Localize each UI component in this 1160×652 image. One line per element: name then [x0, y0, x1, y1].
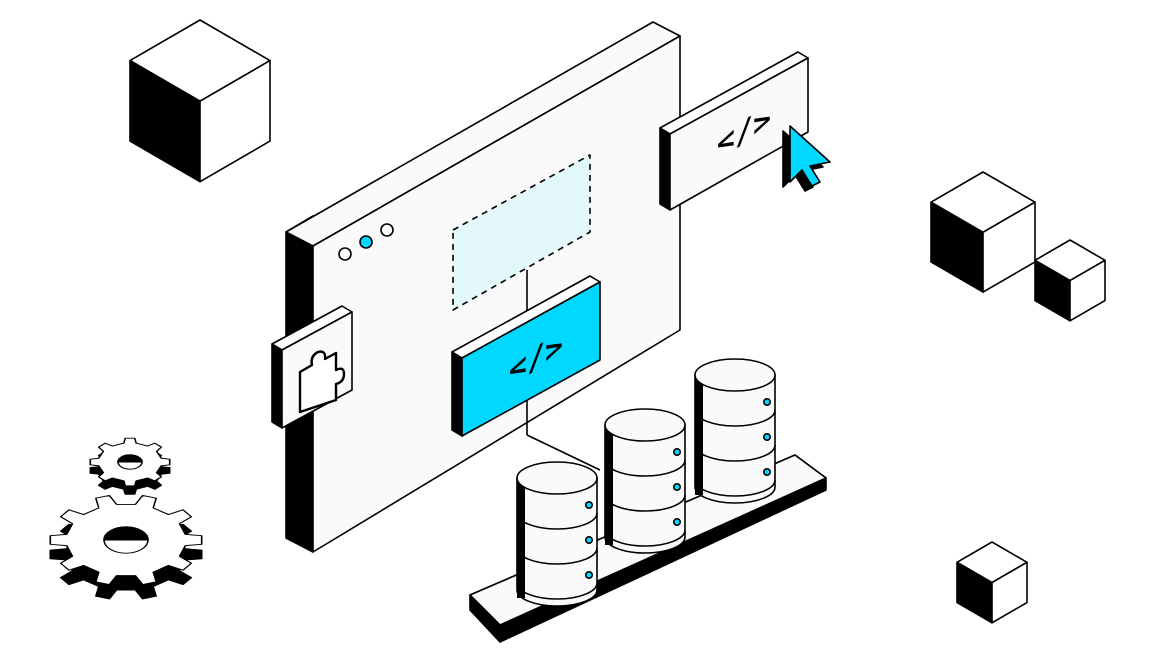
cube-icon: [1034, 239, 1106, 322]
gears-group: [49, 437, 203, 600]
gear-icon: [89, 437, 171, 495]
placeholder-dropzone: [452, 154, 591, 311]
puzzle-icon: [298, 350, 346, 414]
database-icon: [604, 408, 686, 554]
cubes-group: [129, 19, 1106, 624]
status-light-icon: [672, 517, 681, 526]
status-light-icon: [762, 397, 771, 406]
database-group: [516, 358, 776, 607]
status-light-icon: [584, 535, 593, 544]
window-dot-icon: [380, 223, 394, 237]
window-dot-icon: [338, 247, 352, 261]
database-icon: [694, 358, 776, 504]
status-light-icon: [762, 432, 771, 441]
code-button[interactable]: </>: [451, 275, 601, 437]
gear-icon: [49, 495, 203, 600]
cube-icon: [129, 19, 271, 183]
database-icon: [516, 461, 598, 607]
status-light-icon: [672, 447, 681, 456]
cursor-icon: [782, 125, 831, 192]
cube-icon: [930, 171, 1036, 293]
window-dot-icon: [359, 235, 373, 249]
puzzle-card: [271, 305, 353, 429]
status-light-icon: [584, 500, 593, 509]
cube-icon: [956, 541, 1028, 624]
status-light-icon: [672, 482, 681, 491]
code-card: </>: [659, 51, 809, 211]
status-light-icon: [762, 467, 771, 476]
status-light-icon: [584, 570, 593, 579]
